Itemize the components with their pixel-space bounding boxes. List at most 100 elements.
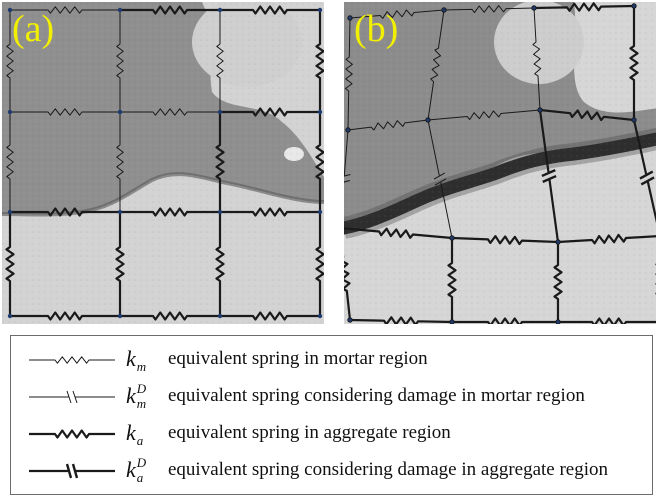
node <box>7 313 13 319</box>
node <box>217 109 223 115</box>
spring-horizontal <box>344 227 453 240</box>
spring-vertical <box>344 254 352 321</box>
node <box>7 209 13 215</box>
panel-b-damaged-mesh: (b) <box>344 2 656 324</box>
spring-vertical <box>215 112 225 212</box>
legend-spring-glyph <box>29 429 115 439</box>
spring-horizontal <box>120 5 220 15</box>
spring-vertical <box>115 212 125 316</box>
thin-broken-spring-icon <box>29 390 115 404</box>
node <box>117 109 123 115</box>
panel-b-figure <box>344 2 656 324</box>
node <box>317 313 323 319</box>
spring-horizontal <box>10 207 120 217</box>
spring-horizontal <box>10 6 120 14</box>
spring-vertical <box>6 10 14 112</box>
node <box>631 117 637 123</box>
spring-vertical <box>6 112 14 212</box>
panel-a-intact-mesh: (a) <box>2 2 324 324</box>
thick-zigzag-spring-icon <box>29 429 115 439</box>
spring-vertical <box>315 112 324 212</box>
texture-overlay <box>344 2 656 324</box>
legend-description: equivalent spring in aggregate region <box>168 422 451 443</box>
spring-vertical <box>215 212 225 316</box>
spring-horizontal <box>443 5 535 14</box>
node <box>7 7 13 13</box>
spring-horizontal <box>220 207 320 217</box>
node <box>347 317 353 323</box>
spring-vertical <box>315 10 324 112</box>
spring-vertical <box>116 112 124 212</box>
legend-description: equivalent spring considering damage in … <box>168 459 609 480</box>
spring-horizontal <box>120 311 220 321</box>
node <box>449 235 455 241</box>
spring-vertical <box>345 17 353 131</box>
node <box>217 209 223 215</box>
spring-horizontal <box>452 317 558 324</box>
node <box>449 319 455 324</box>
spring-grid-b <box>344 2 656 324</box>
node <box>531 5 537 11</box>
spring-vertical <box>315 212 324 316</box>
spring-horizontal <box>349 316 453 324</box>
spring-vertical <box>629 6 639 120</box>
spring-horizontal <box>220 311 320 321</box>
thick-broken-spring-icon <box>29 463 115 479</box>
spring-vertical <box>632 119 656 224</box>
spring-vertical <box>553 242 563 322</box>
legend-spring-glyph <box>29 356 115 364</box>
node <box>117 7 123 13</box>
spring-horizontal <box>427 109 541 121</box>
spring-horizontal <box>220 107 320 117</box>
spring-vertical <box>532 7 542 111</box>
spring-grid-a <box>5 5 324 321</box>
spring-vertical <box>427 9 445 121</box>
legend-description: equivalent spring considering damage in … <box>168 385 585 406</box>
node <box>347 15 353 21</box>
spring-horizontal <box>120 207 220 217</box>
legend-description: equivalent spring in mortar region <box>168 348 428 369</box>
legend-spring-glyph <box>29 463 115 479</box>
node <box>217 7 223 13</box>
texture-overlay <box>2 2 324 324</box>
spring-horizontal <box>10 311 120 321</box>
node <box>317 209 323 215</box>
spring-horizontal <box>558 317 656 324</box>
spring-horizontal <box>120 108 220 116</box>
node <box>117 209 123 215</box>
spring-horizontal <box>347 119 429 131</box>
spring-horizontal <box>349 9 445 19</box>
spring-vertical <box>344 129 351 186</box>
node <box>317 7 323 13</box>
node <box>7 109 13 115</box>
node <box>317 109 323 115</box>
spring-horizontal <box>220 5 320 15</box>
spring-horizontal <box>557 233 656 245</box>
spring-horizontal <box>539 108 635 122</box>
node <box>441 7 447 13</box>
spring-horizontal <box>533 2 635 12</box>
spring-vertical <box>427 119 453 239</box>
thin-zigzag-spring-icon <box>29 356 115 364</box>
spring-vertical <box>5 212 15 316</box>
node <box>117 313 123 319</box>
node <box>555 239 561 245</box>
spring-vertical <box>116 10 124 112</box>
spring-horizontal <box>10 108 120 116</box>
node <box>217 313 223 319</box>
spring-vertical <box>538 109 560 243</box>
panel-a-figure <box>2 2 324 324</box>
spring-horizontal <box>451 235 559 246</box>
node <box>631 3 637 9</box>
node <box>537 107 543 113</box>
node <box>425 117 431 123</box>
